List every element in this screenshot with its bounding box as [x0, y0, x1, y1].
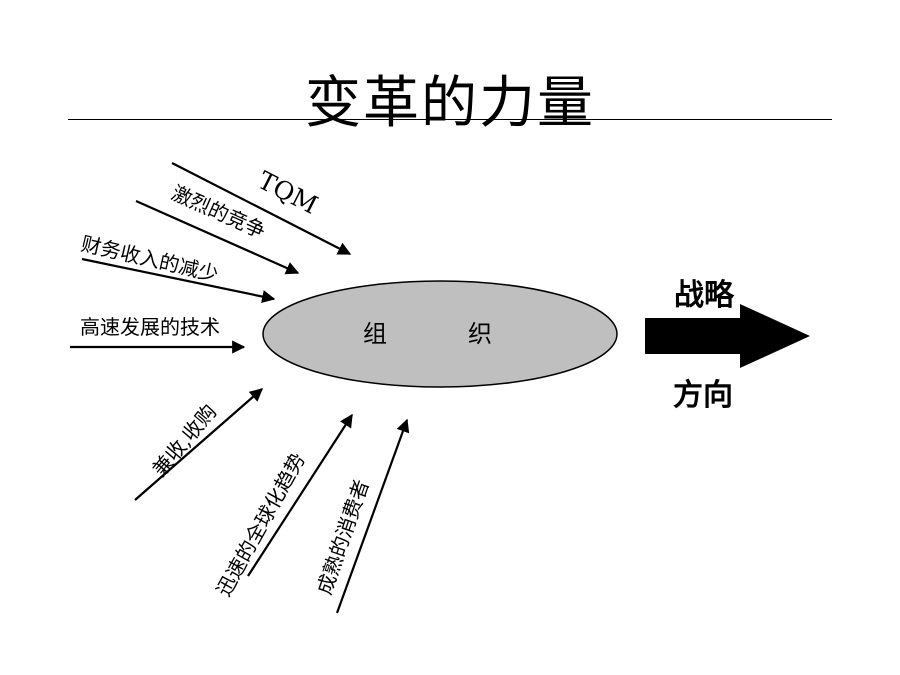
organization-ellipse [262, 280, 618, 388]
arrow-globalization [247, 413, 353, 577]
organization-label-right: 织 [468, 320, 492, 348]
force-label-mergers: 兼收,收购 [147, 400, 221, 482]
force-label-technology: 高速发展的技术 [80, 315, 220, 339]
output-label-top: 战略 [674, 278, 735, 313]
arrow-mergers [134, 388, 263, 501]
arrow-revenue-decline [81, 257, 276, 304]
force-label-revenue: 财务收入的减少 [79, 231, 221, 286]
organization-label-left: 组 [363, 320, 387, 348]
arrow-competition [135, 199, 300, 275]
arrow-tqm [171, 162, 352, 255]
force-label-tqm: TQM [253, 166, 322, 220]
output-label-bottom: 方向 [673, 378, 733, 413]
arrow-consumers [335, 418, 410, 614]
strategic-direction-arrow [645, 304, 810, 368]
title-underline [68, 119, 832, 120]
slide-title: 变革的力量 [305, 71, 595, 136]
force-label-globalization: 迅速的全球化趋势 [211, 449, 310, 601]
